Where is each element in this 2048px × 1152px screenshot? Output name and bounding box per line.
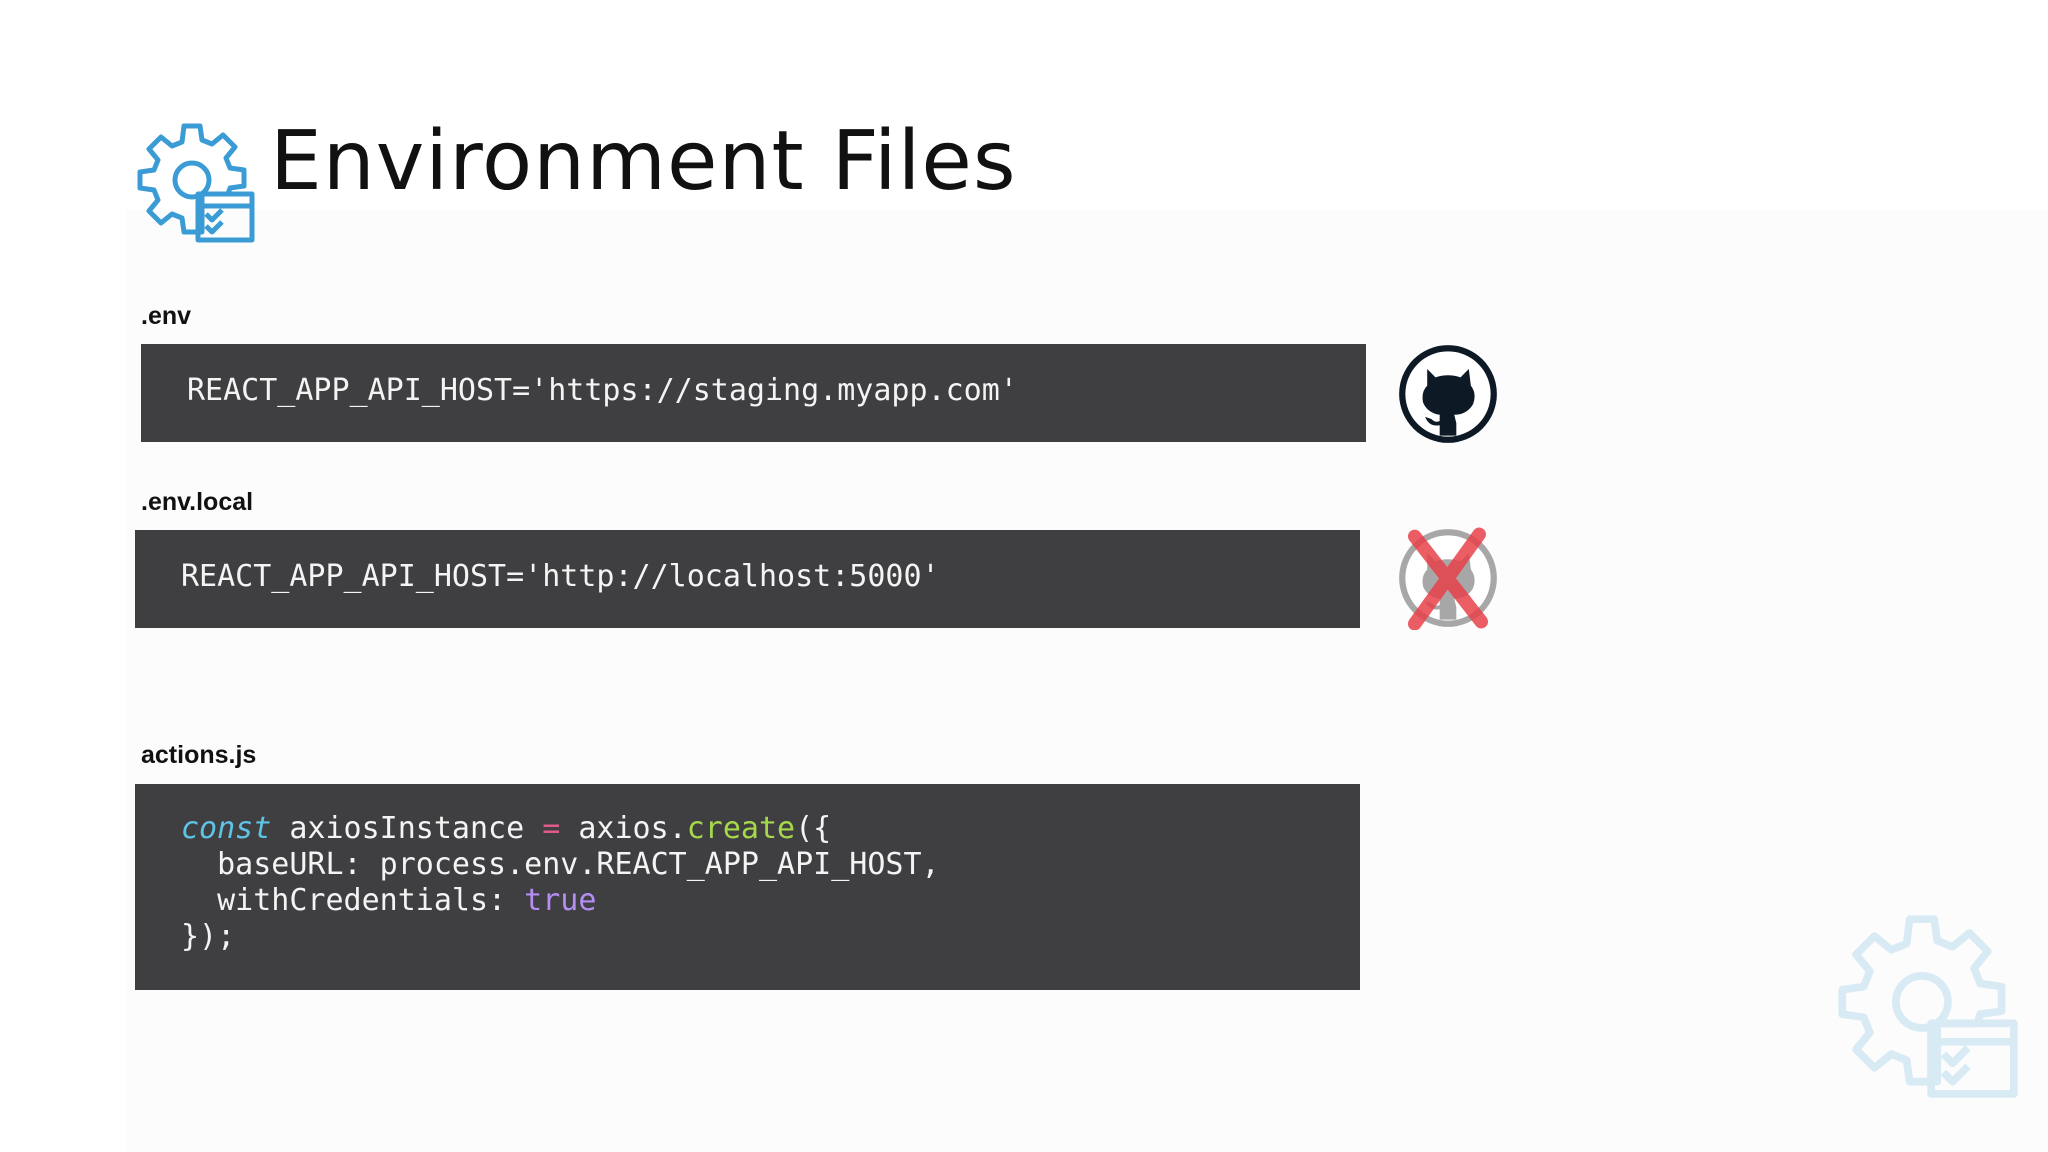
gear-checklist-icon — [137, 123, 255, 243]
boolean-token: true — [524, 883, 597, 918]
watermark-gear-icon — [1838, 915, 2018, 1098]
env-local-code-line: REACT_APP_API_HOST='http://localhost:500… — [181, 559, 940, 594]
env-code-line: REACT_APP_API_HOST='https://staging.myap… — [187, 373, 1018, 408]
env-code-block: REACT_APP_API_HOST='https://staging.myap… — [141, 344, 1366, 442]
env-local-code-block: REACT_APP_API_HOST='http://localhost:500… — [135, 530, 1360, 628]
identifier-token: axiosInstance — [271, 811, 543, 846]
code-line-3: withCredentials: true — [181, 883, 1360, 919]
actions-file-label: actions.js — [141, 741, 257, 769]
slide-title: Environment Files — [270, 114, 1017, 209]
operator-token: = — [542, 811, 561, 846]
env-local-file-label: .env.local — [141, 488, 254, 516]
function-token: create — [686, 811, 796, 846]
env-file-label: .env — [141, 302, 192, 330]
punctuation-token: ({ — [795, 811, 832, 846]
code-line-2: baseURL: process.env.REACT_APP_API_HOST, — [181, 847, 940, 882]
code-line-1: const axiosInstance = axios.create({ — [181, 811, 1360, 847]
property-token: withCredentials: — [181, 883, 525, 918]
code-line-4: }); — [181, 919, 236, 954]
github-icon — [1399, 345, 1497, 443]
keyword-token: const — [181, 811, 272, 846]
object-token: axios. — [560, 811, 687, 846]
actions-code-block: const axiosInstance = axios.create({ bas… — [135, 784, 1360, 990]
github-crossed-out-icon — [1399, 527, 1497, 630]
